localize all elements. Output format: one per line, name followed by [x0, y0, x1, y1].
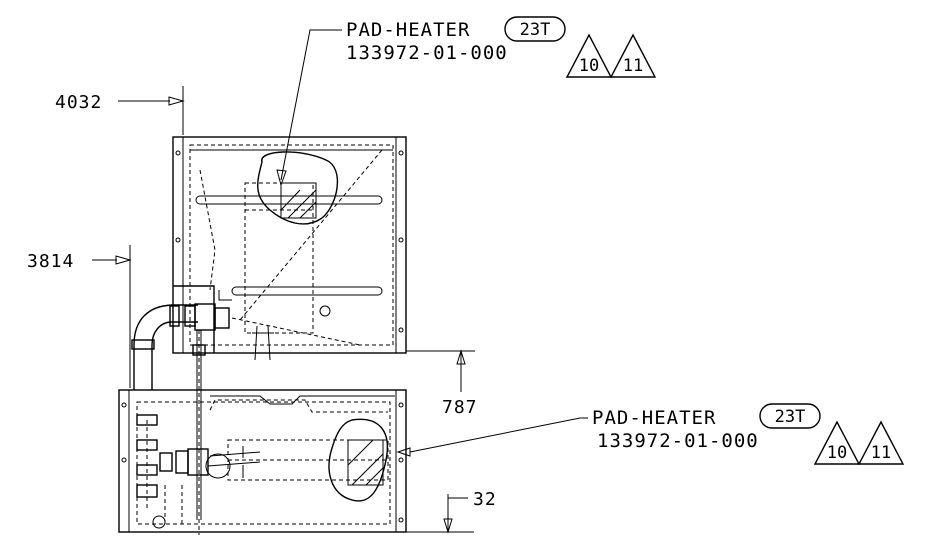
- callout-bottom-leader: [409, 417, 588, 453]
- dim-arrow-icon: [443, 518, 453, 534]
- leader-arrowhead: [276, 169, 287, 187]
- dimension-4032: 4032: [55, 86, 185, 135]
- dim-787-text: 787: [442, 397, 478, 418]
- callout-top-leader: [280, 29, 342, 181]
- dim-32-text: 32: [473, 489, 497, 510]
- dim-4032-text: 4032: [55, 92, 102, 113]
- pipe-assembly: [131, 303, 230, 535]
- dimension-787: 787: [406, 349, 478, 418]
- revision-triangle-10: [565, 33, 613, 78]
- dimension-32: 32: [406, 489, 497, 534]
- callout-bottom-ref-bubble: [759, 403, 821, 429]
- dimension-3814: 3814: [27, 245, 132, 388]
- callout-bottom-number: 133972-01-000: [597, 430, 759, 452]
- callout-top-number: 133972-01-000: [346, 42, 508, 64]
- dim-3814-text: 3814: [27, 251, 74, 272]
- leader-arrowhead: [396, 447, 411, 457]
- callout-bottom-ref: 23T: [775, 407, 806, 427]
- callout-bottom-rev-2: 11: [871, 443, 891, 463]
- revision-triangle-10: [813, 420, 861, 465]
- callout-top-ref: 23T: [520, 20, 551, 40]
- callout-top-ref-bubble: [504, 16, 566, 42]
- dim-arrow-icon: [115, 255, 132, 265]
- callout-top-rev-2: 11: [623, 56, 643, 76]
- callout-top-part: PAD-HEATER: [346, 19, 470, 41]
- lower-panel: [118, 389, 411, 533]
- dim-arrow-icon: [168, 96, 185, 106]
- revision-triangle-11: [857, 420, 905, 465]
- callout-bottom: PAD-HEATER 23T 133972-01-000 10 11: [409, 403, 905, 465]
- callout-top: PAD-HEATER 23T 133972-01-000 10 11: [276, 16, 657, 187]
- dim-arrow-icon: [456, 349, 466, 365]
- upper-panel: [172, 136, 407, 361]
- revision-triangle-11: [609, 33, 657, 78]
- callout-top-rev-1: 10: [579, 56, 599, 76]
- callout-bottom-part: PAD-HEATER: [592, 407, 716, 429]
- callout-bottom-rev-1: 10: [827, 443, 847, 463]
